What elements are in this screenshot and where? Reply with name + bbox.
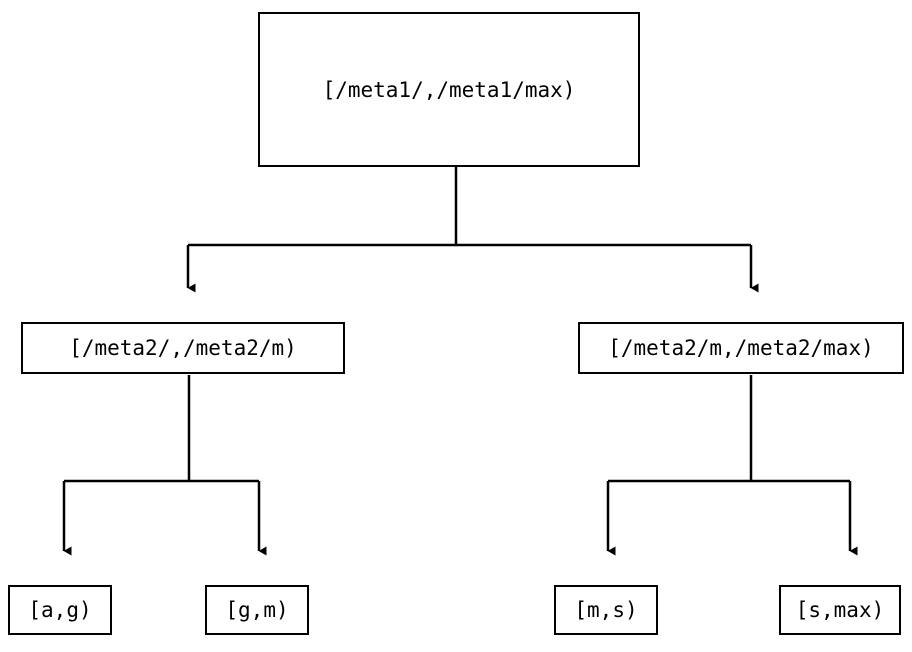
tree-node-mid-right-label: [/meta2/m,/meta2/max): [608, 336, 874, 360]
edge-mid-right-to-leaves: [606, 375, 858, 556]
tree-node-leaf-4-label: [s,max): [795, 598, 885, 622]
tree-node-leaf-2-label: [g,m): [225, 598, 289, 622]
tree-node-mid-left-label: [/meta2/,/meta2/m): [69, 336, 297, 360]
tree-node-leaf-1[interactable]: [a,g): [8, 585, 112, 635]
edge-root-to-children: [186, 167, 759, 293]
tree-node-leaf-2[interactable]: [g,m): [205, 585, 309, 635]
tree-node-leaf-3-label: [m,s): [574, 598, 638, 622]
edge-mid-left-to-leaves: [62, 375, 267, 556]
tree-node-mid-left[interactable]: [/meta2/,/meta2/m): [21, 322, 345, 374]
tree-node-root-label: [/meta1/,/meta1/max): [322, 77, 576, 102]
tree-node-leaf-4[interactable]: [s,max): [779, 585, 901, 635]
tree-node-mid-right[interactable]: [/meta2/m,/meta2/max): [578, 322, 904, 374]
tree-node-leaf-1-label: [a,g): [28, 598, 92, 622]
tree-node-root[interactable]: [/meta1/,/meta1/max): [258, 12, 640, 167]
tree-node-leaf-3[interactable]: [m,s): [554, 585, 658, 635]
